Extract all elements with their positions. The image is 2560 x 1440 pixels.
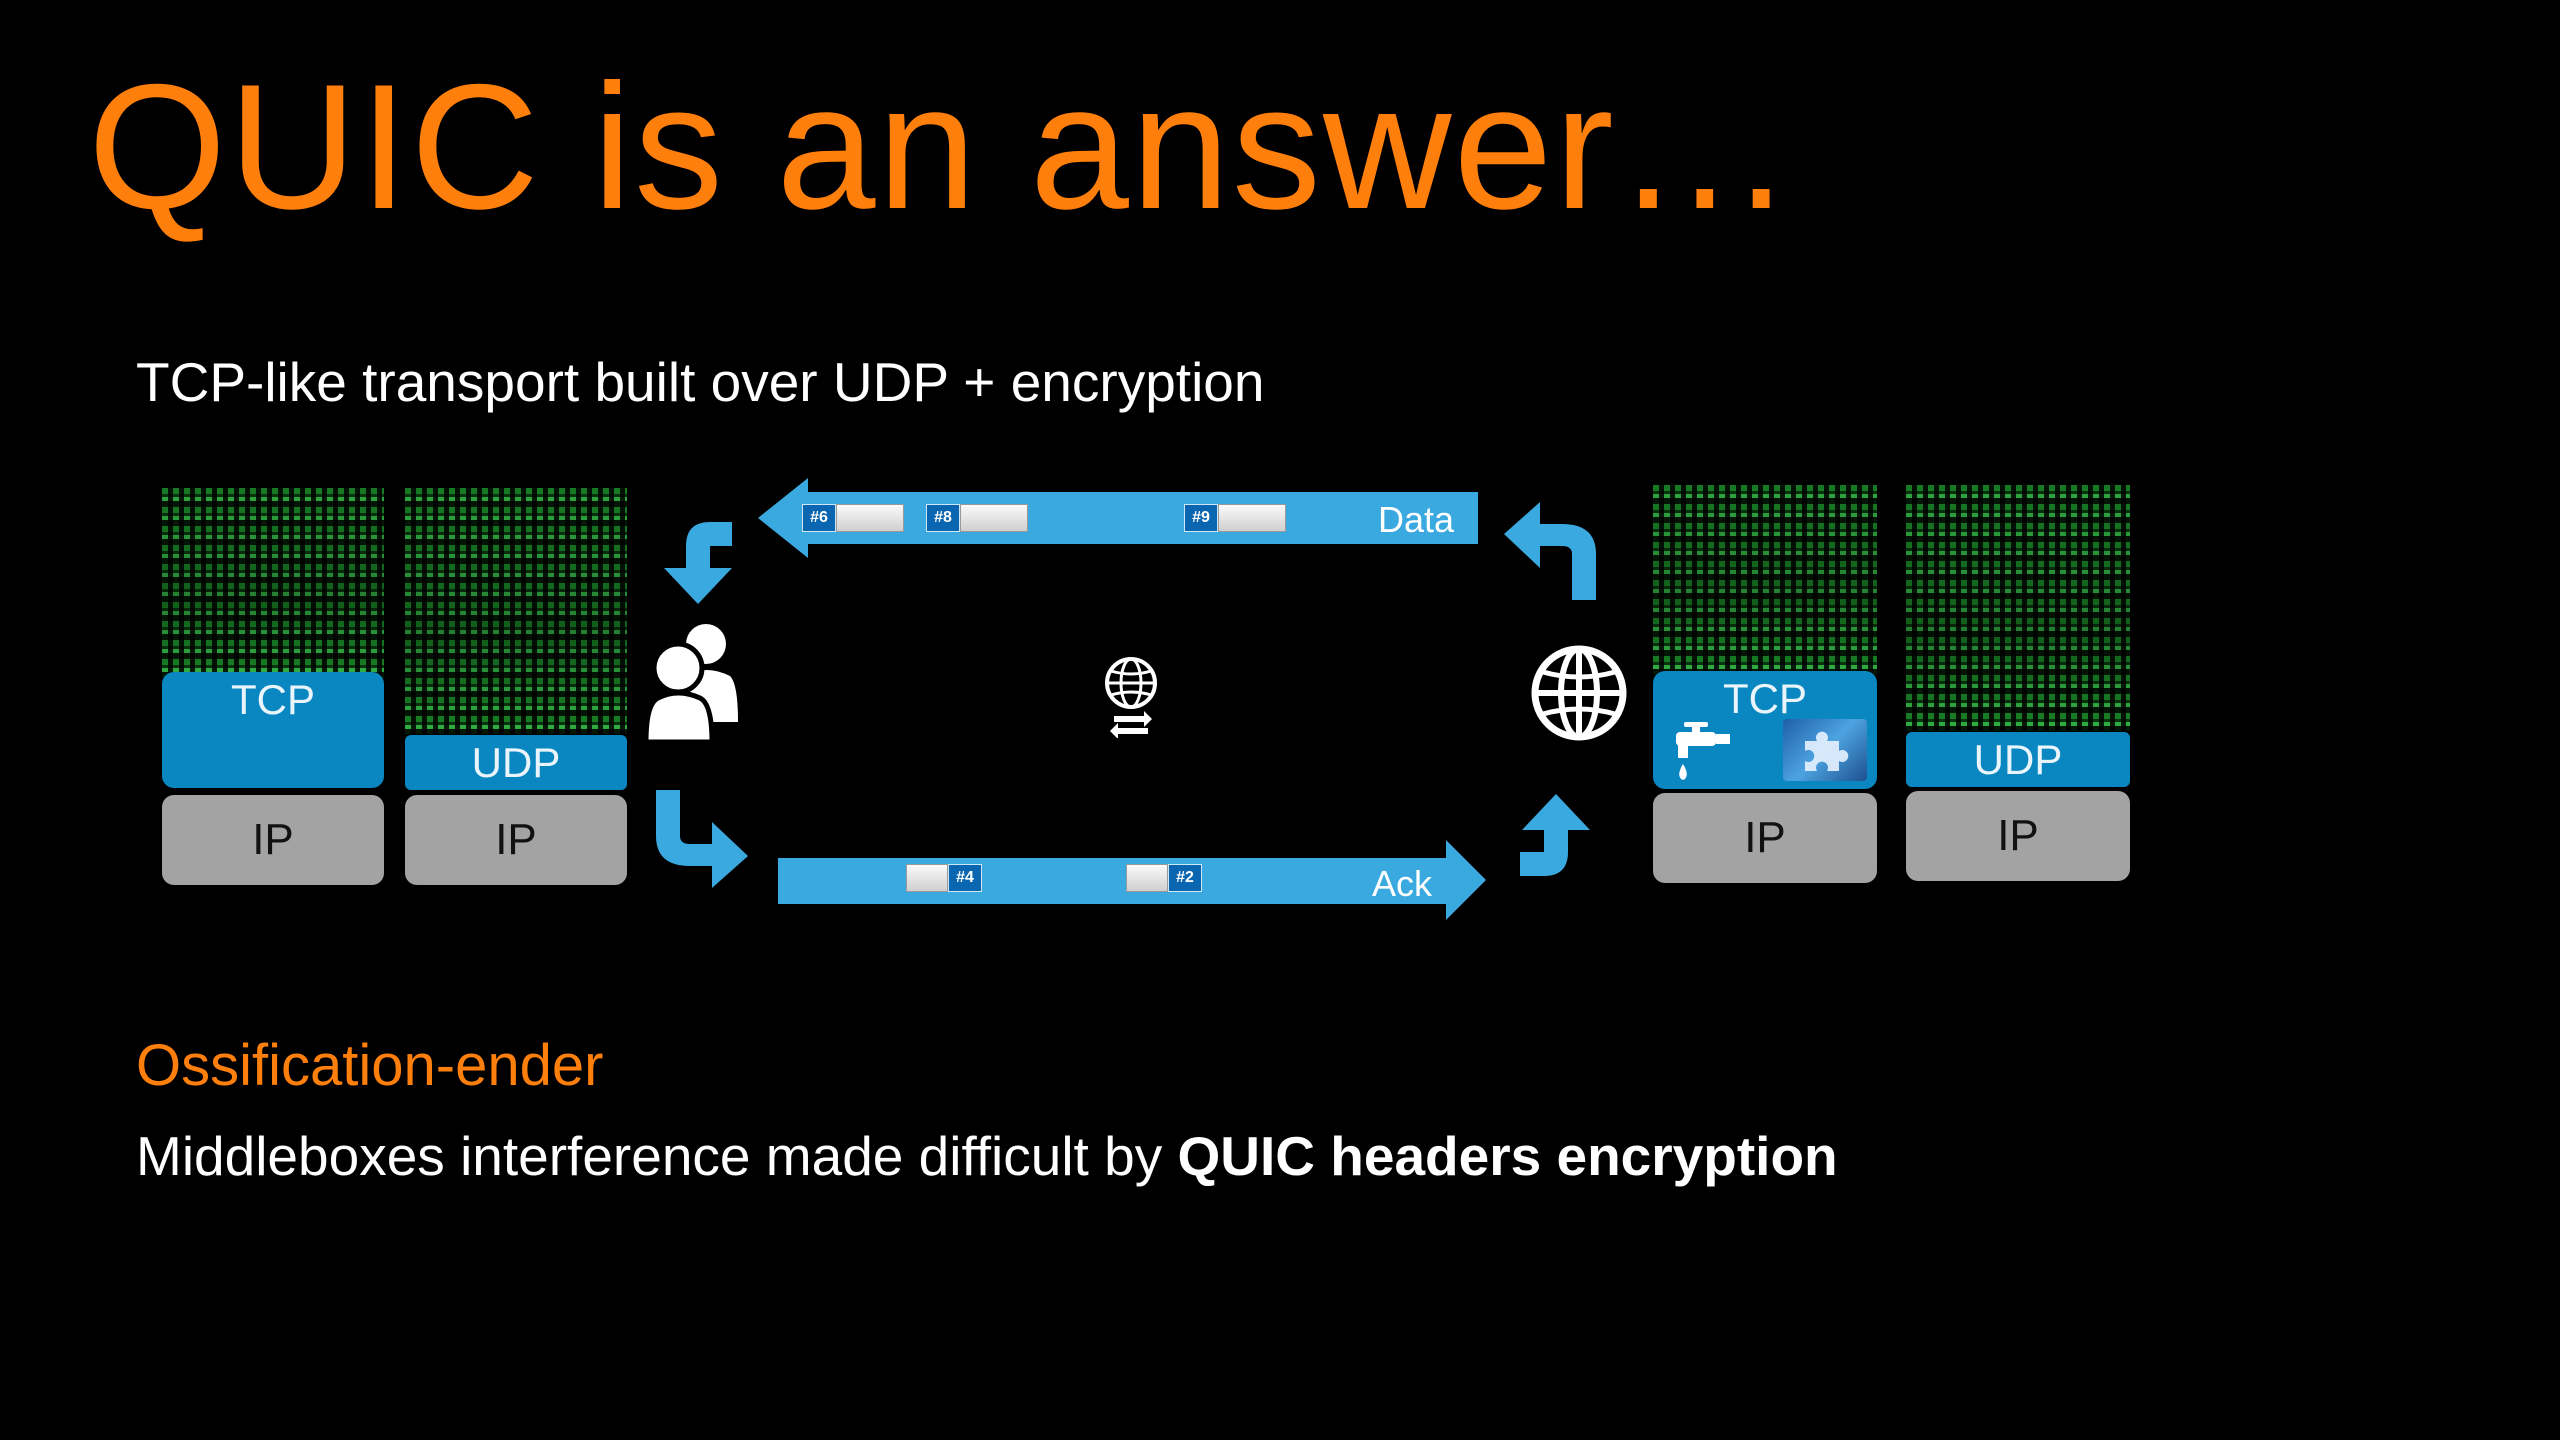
ack-packet: #4 <box>906 864 982 892</box>
data-packet: #8 <box>926 504 1028 532</box>
data-arrow <box>758 478 1478 558</box>
puzzle-icon <box>1783 719 1867 781</box>
ip-box-left-2: IP <box>405 795 627 885</box>
udp-label-left: UDP <box>471 738 561 786</box>
matrix-texture-right-udp <box>1906 485 2130 731</box>
globe-exchange-icon <box>1105 657 1157 738</box>
ip-box-right-1: IP <box>1653 793 1877 883</box>
ip-label-left-2: IP <box>495 815 537 864</box>
packet-number: #8 <box>926 504 960 532</box>
data-packet: #9 <box>1184 504 1286 532</box>
tcp-label-left: TCP <box>231 676 315 723</box>
users-icon <box>644 624 738 744</box>
packet-number: #4 <box>948 864 982 892</box>
udp-label-right: UDP <box>1973 735 2063 783</box>
ip-label-right-2: IP <box>1997 811 2039 860</box>
faucet-icon <box>1676 722 1730 780</box>
section-heading: Ossification-ender <box>136 1033 604 1098</box>
ack-label: Ack <box>1372 863 1433 904</box>
right-top-curve-arrow <box>1504 502 1596 600</box>
ip-box-left-1: IP <box>162 795 384 885</box>
udp-box-left: UDP <box>405 735 627 790</box>
data-label: Data <box>1378 499 1455 540</box>
matrix-texture-left-tcp <box>162 488 384 678</box>
ip-box-right-2: IP <box>1906 791 2130 881</box>
matrix-texture-left-udp <box>405 488 627 734</box>
slide-subtitle: TCP-like transport built over UDP + encr… <box>136 351 1265 413</box>
packet-number: #9 <box>1184 504 1218 532</box>
tcp-label-right: TCP <box>1723 675 1807 722</box>
globe-icon <box>1531 645 1627 741</box>
ip-label-right-1: IP <box>1744 813 1786 862</box>
left-top-curve-arrow <box>664 522 732 604</box>
ack-packet: #2 <box>1126 864 1202 892</box>
tcp-box-left: TCP <box>162 672 384 788</box>
right-bottom-curve-arrow <box>1520 794 1590 876</box>
packet-number: #6 <box>802 504 836 532</box>
body-text-prefix: Middleboxes interference made difficult … <box>136 1125 1178 1187</box>
ip-label-left-1: IP <box>252 815 294 864</box>
matrix-texture-right-tcp <box>1653 485 1877 675</box>
data-packet: #6 <box>802 504 904 532</box>
body-text-bold: QUIC headers encryption <box>1177 1125 1838 1187</box>
left-bottom-curve-arrow <box>656 790 748 888</box>
slide-title: QUIC is an answer… <box>88 47 1796 246</box>
udp-box-right: UDP <box>1906 732 2130 787</box>
body-text: Middleboxes interference made difficult … <box>136 1124 1838 1188</box>
packet-number: #2 <box>1168 864 1202 892</box>
